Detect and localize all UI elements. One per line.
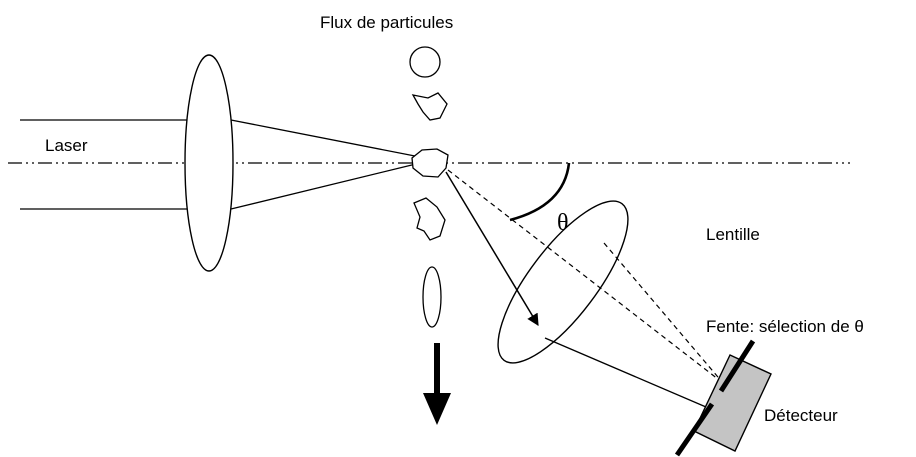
slit-blade-upper bbox=[718, 339, 756, 393]
fente-label: Fente: sélection de θ bbox=[706, 317, 864, 336]
detecteur-label: Détecteur bbox=[764, 406, 838, 425]
converging-ray-top bbox=[230, 119, 421, 158]
slit-blade-lower bbox=[674, 402, 715, 457]
angle-label: θ bbox=[557, 210, 569, 236]
scattered-ray bbox=[445, 171, 539, 327]
particle-elongated bbox=[422, 266, 442, 328]
angle-arc bbox=[509, 162, 571, 222]
focusing-lens bbox=[184, 54, 234, 272]
flow-arrow-head bbox=[423, 393, 451, 425]
particle-irregular-1 bbox=[411, 92, 448, 121]
particle-irregular-2 bbox=[413, 197, 446, 241]
central-ray-dashed bbox=[447, 169, 724, 384]
flux-label: Flux de particules bbox=[320, 13, 453, 32]
angle-arc-inner bbox=[509, 162, 566, 217]
particle-sphere bbox=[409, 46, 441, 78]
detector-body bbox=[693, 354, 772, 452]
converging-ray-bottom bbox=[230, 162, 421, 210]
lens-to-slit-ray-lower bbox=[544, 337, 714, 411]
lentille-label: Lentille bbox=[706, 225, 760, 244]
particle-scattering bbox=[411, 148, 449, 178]
lens-to-slit-ray-upper bbox=[603, 242, 724, 384]
laser-label: Laser bbox=[45, 136, 88, 155]
